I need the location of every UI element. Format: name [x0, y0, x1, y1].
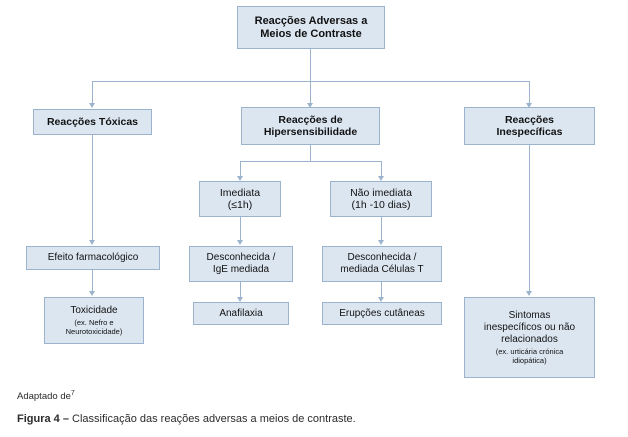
connector-celulas-t-to-erupcoes [381, 282, 382, 298]
node-toxicidade-label: Toxicidade [70, 305, 118, 317]
node-anafilaxia-label: Anafilaxia [219, 307, 263, 319]
node-desconhecida-ige: Desconhecida / IgE mediada [189, 246, 293, 282]
caption-source: Adaptado de7 [17, 390, 75, 402]
node-toxicidade: Toxicidade (ex. Nefro e Neurotoxicidade) [44, 297, 144, 344]
arrow-level1-left [89, 103, 95, 108]
connector-level1-drop-middle [310, 81, 311, 105]
arrow-nao-imediata [378, 176, 384, 181]
arrow-level1-right [526, 103, 532, 108]
node-sintomas-inespecificos: Sintomas inespecíficos ou não relacionad… [464, 297, 595, 378]
arrow-toxicidade [89, 291, 95, 296]
node-reacoes-toxicas: Reacções Tóxicas [33, 109, 152, 135]
node-efeito-farmacologico: Efeito farmacológico [26, 246, 160, 270]
node-reacoes-toxicas-label: Reacções Tóxicas [46, 115, 139, 128]
node-imediata-label: Imediata (≤1h) [219, 186, 261, 211]
connector-hipersens-stem [310, 145, 311, 161]
caption-figure: Figura 4 – Classificação das reações adv… [17, 413, 356, 425]
connector-level2-drop-right [381, 161, 382, 177]
connector-nao-imediata-to-desconhecida-t [381, 217, 382, 241]
connector-efeito-to-toxicidade [92, 270, 93, 292]
caption-figure-number: Figura 4 – [17, 413, 69, 425]
arrow-level1-middle [307, 103, 313, 108]
node-efeito-farmacologico-label: Efeito farmacológico [47, 252, 139, 264]
arrow-sintomas [526, 291, 532, 296]
node-nao-imediata: Não imediata (1h -10 dias) [330, 181, 432, 217]
node-imediata: Imediata (≤1h) [199, 181, 281, 217]
connector-inespecificas-to-sintomas [529, 145, 530, 292]
node-nao-imediata-label: Não imediata (1h -10 dias) [350, 186, 412, 211]
connector-level2-bar [240, 161, 382, 162]
node-desconhecida-celulas-t-label: Desconhecida / mediada Células T [340, 252, 424, 275]
node-sintomas-inespecificos-sublabel: (ex. urticária crónica idiopática) [495, 346, 564, 365]
node-reacoes-hipersensibilidade-label: Reacções de Hipersensibilidade [263, 113, 358, 138]
connector-ige-to-anafilaxia [240, 282, 241, 298]
connector-imediata-to-desconhecida-ige [240, 217, 241, 241]
node-reacoes-inespecificas-label: Reacções Inespecíficas [496, 113, 563, 138]
caption-source-ref: 7 [70, 390, 75, 397]
arrow-imediata [237, 176, 243, 181]
connector-level2-drop-left [240, 161, 241, 177]
node-desconhecida-ige-label: Desconhecida / IgE mediada [206, 252, 276, 275]
caption-source-text: Adaptado de [17, 391, 71, 403]
arrow-desconhecida-celulas-t [378, 240, 384, 245]
caption-figure-text: Classificação das reações adversas a mei… [68, 413, 356, 425]
connector-level1-drop-right [529, 81, 530, 105]
node-erupcoes-cutaneas: Erupções cutâneas [322, 302, 442, 325]
node-reacoes-inespecificas: Reacções Inespecíficas [464, 107, 595, 145]
node-root: Reacções Adversas a Meios de Contraste [237, 6, 385, 49]
node-reacoes-hipersensibilidade: Reacções de Hipersensibilidade [241, 107, 380, 145]
connector-level1-drop-left [92, 81, 93, 105]
arrow-desconhecida-ige [237, 240, 243, 245]
connector-root-stem [310, 49, 311, 81]
node-sintomas-inespecificos-label: Sintomas inespecíficos ou não relacionad… [483, 310, 576, 345]
connector-toxicas-to-efeito [92, 135, 93, 241]
node-erupcoes-cutaneas-label: Erupções cutâneas [339, 307, 425, 319]
arrow-efeito-farmacologico [89, 240, 95, 245]
node-root-label: Reacções Adversas a Meios de Contraste [254, 14, 368, 40]
arrow-erupcoes-cutaneas [378, 297, 384, 302]
node-toxicidade-sublabel: (ex. Nefro e Neurotoxicidade) [65, 317, 123, 336]
node-anafilaxia: Anafilaxia [193, 302, 289, 325]
arrow-anafilaxia [237, 297, 243, 302]
node-desconhecida-celulas-t: Desconhecida / mediada Células T [322, 246, 442, 282]
